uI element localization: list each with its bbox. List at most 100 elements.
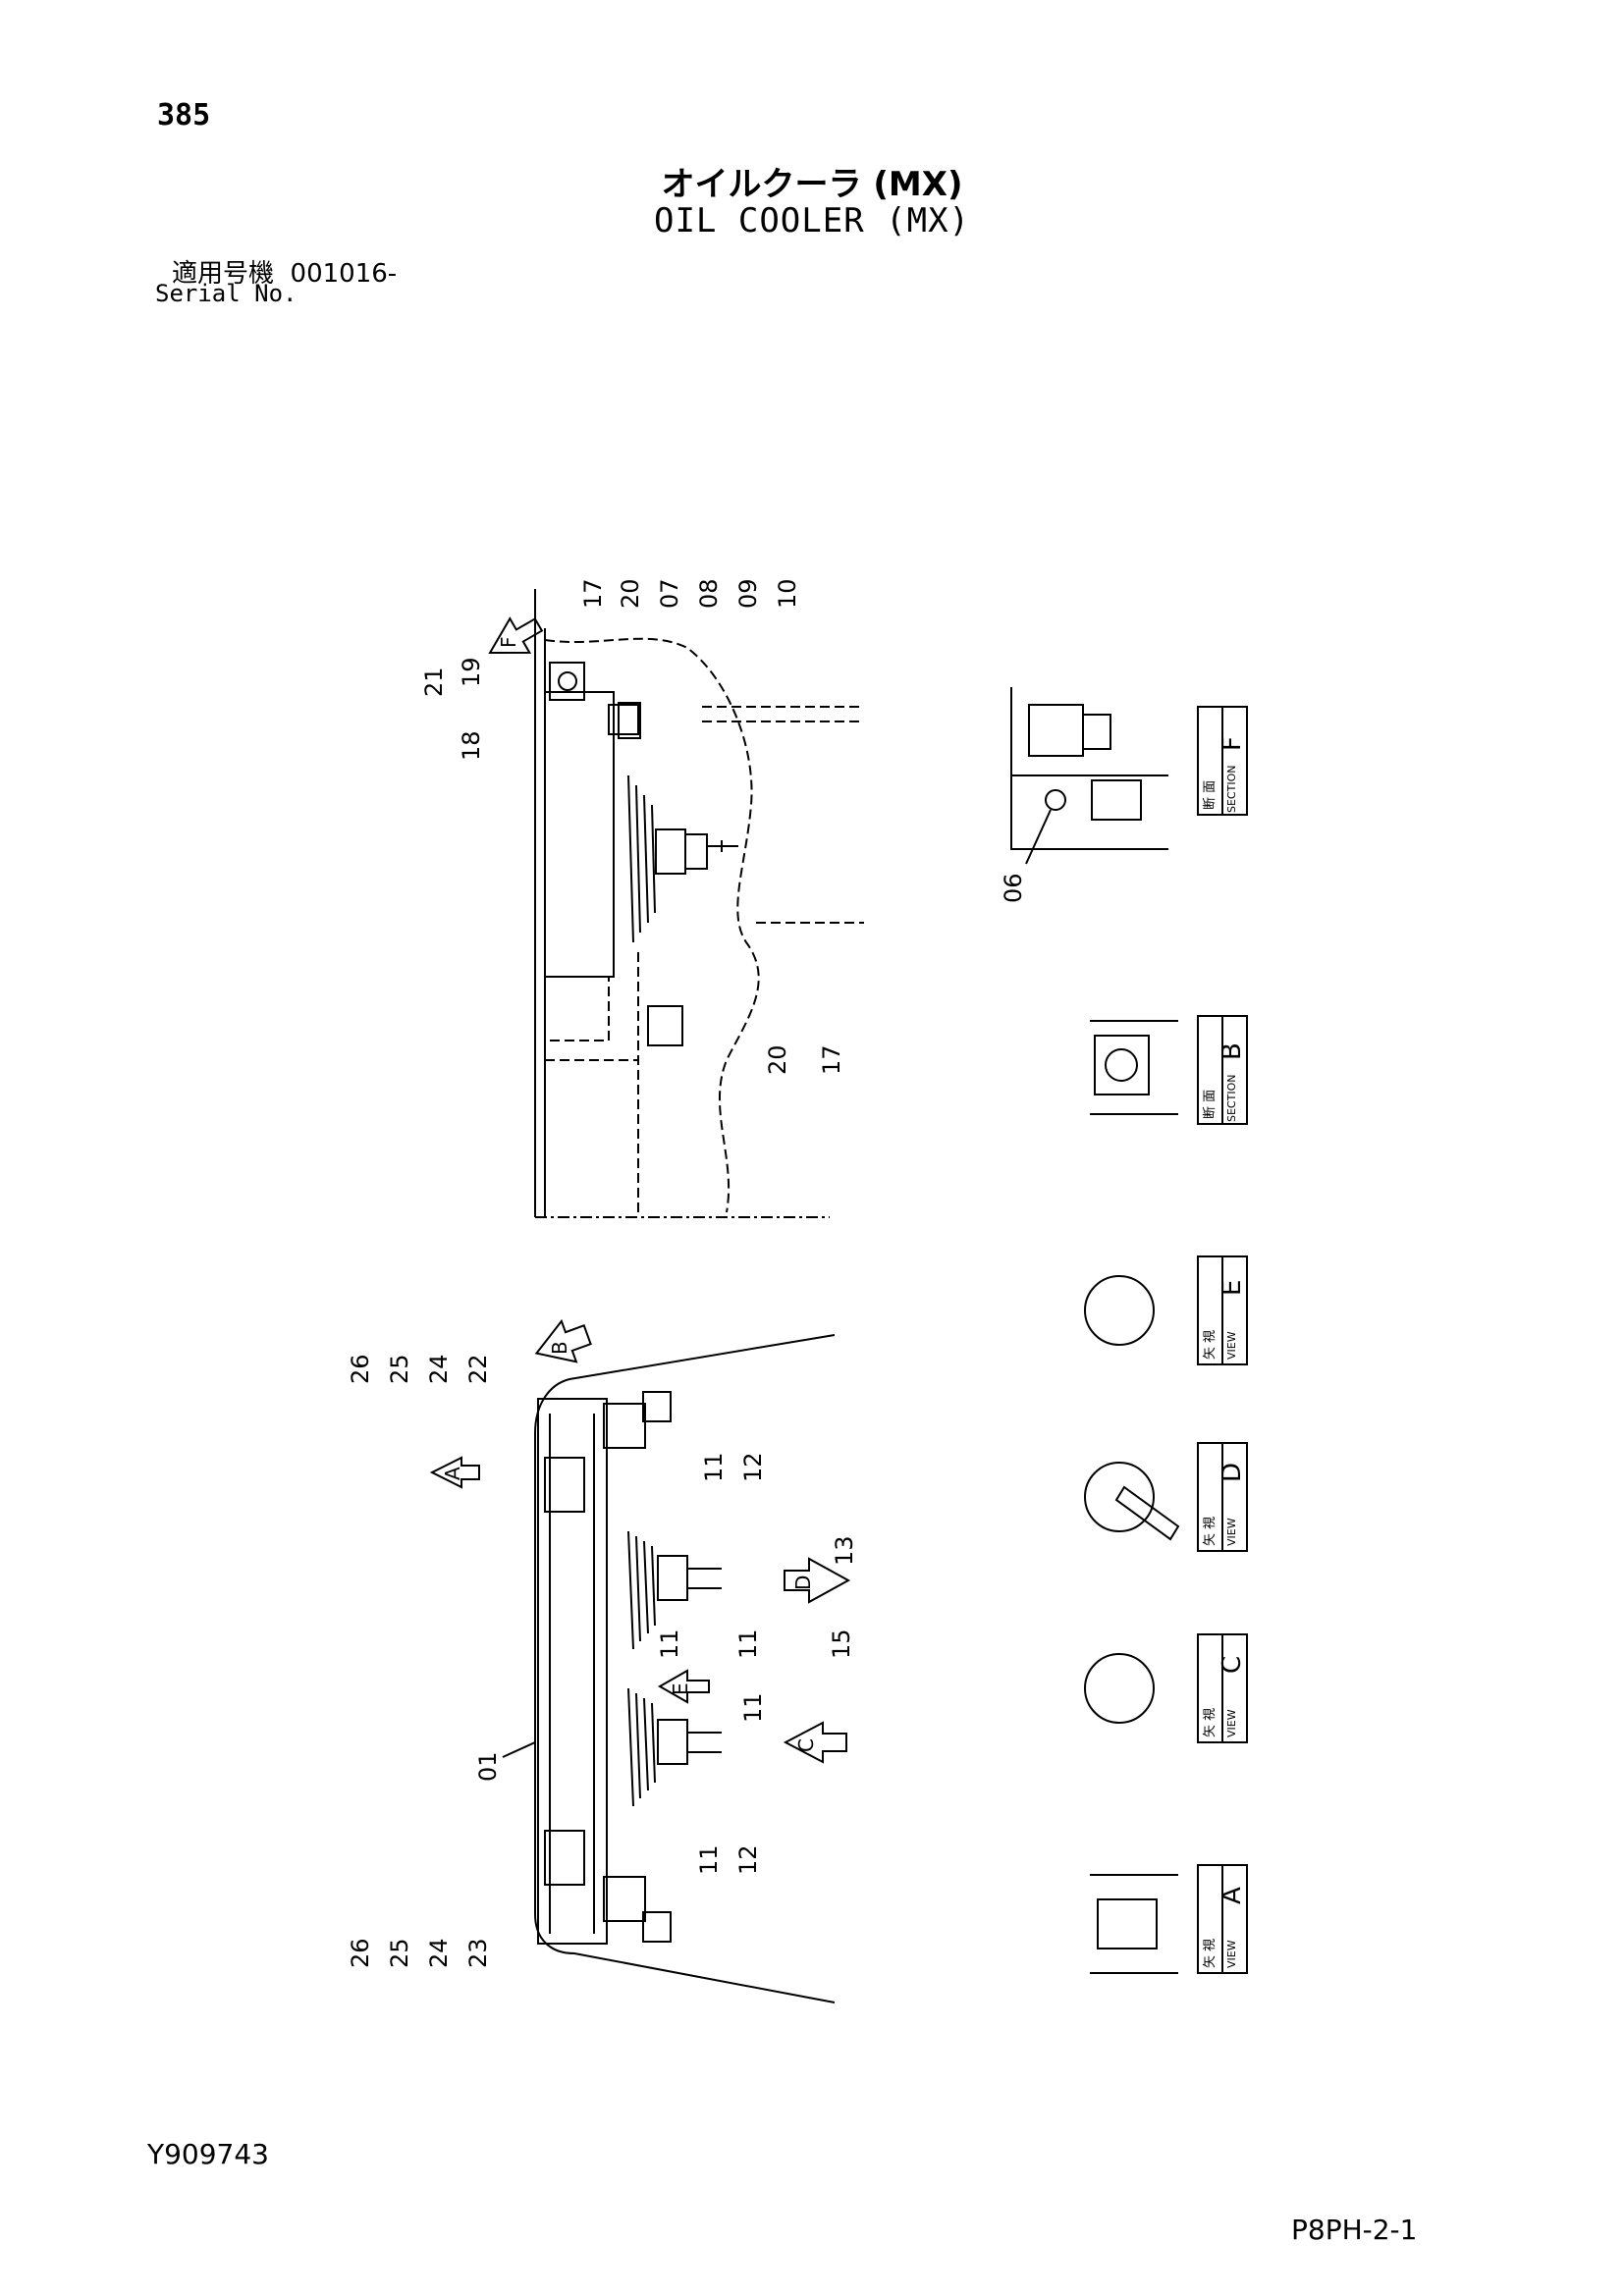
view-tag-e-en: VIEW xyxy=(1225,1331,1238,1360)
arrow-a-letter: A xyxy=(441,1467,464,1480)
view-tag-c-letter: C xyxy=(1218,1656,1247,1674)
callout-top-18: 18 xyxy=(458,730,485,761)
bottom-bracket-upper xyxy=(544,1457,585,1513)
callout-bottom-11c: 11 xyxy=(734,1629,762,1659)
callout-top-19: 19 xyxy=(458,657,485,687)
top-bracket xyxy=(549,662,585,701)
bottom-cooler-body xyxy=(537,1398,608,1945)
callout-bottom-24: 24 xyxy=(425,1354,453,1384)
callout-bottom-11a: 11 xyxy=(700,1452,728,1482)
callout-bottom-11b: 11 xyxy=(656,1629,683,1659)
view-d-fitting xyxy=(1114,1485,1180,1541)
callout-bottom-15: 15 xyxy=(828,1629,855,1659)
top-fitting-nut xyxy=(684,833,708,870)
top-lower-bracket xyxy=(647,1005,683,1046)
view-tag-a-jp: 矢 視 xyxy=(1203,1939,1218,1968)
callout-section-f-06: 06 xyxy=(1000,873,1027,903)
view-tag-e-jp: 矢 視 xyxy=(1203,1330,1218,1360)
top-dashed-channel xyxy=(702,706,864,924)
view-d-disc xyxy=(1084,1462,1155,1532)
callout-bottom-26: 26 xyxy=(347,1354,374,1384)
view-tag-d-jp: 矢 視 xyxy=(1203,1517,1218,1546)
callout-bottom-12a: 12 xyxy=(739,1452,767,1482)
view-tag-e xyxy=(1197,1255,1248,1365)
view-tag-b-letter: B xyxy=(1218,1042,1247,1060)
view-tag-c-jp: 矢 視 xyxy=(1203,1708,1218,1737)
top-lower-dashed-box xyxy=(545,952,639,1217)
view-tag-a-en: VIEW xyxy=(1225,1940,1238,1968)
section-f-side-block xyxy=(1091,779,1142,821)
serial-line-japanese: 適用号機 001016- xyxy=(172,253,397,290)
arrow-c xyxy=(783,1721,847,1764)
bottom-bracket-lower xyxy=(544,1830,585,1886)
bottom-fitting-2 xyxy=(657,1719,688,1765)
top-fin-stack xyxy=(627,774,656,943)
view-c-disc xyxy=(1084,1653,1155,1724)
page-number: 385 xyxy=(157,98,211,133)
serial-label-jp: 適用号機 xyxy=(172,259,275,289)
top-cooler-body xyxy=(544,691,615,978)
view-tag-f-letter: F xyxy=(1218,736,1247,751)
bottom-fin-stack-1 xyxy=(627,1530,656,1650)
top-bolt-block xyxy=(618,702,641,739)
callout-bottom-24b: 24 xyxy=(425,1938,453,1968)
view-tag-f-jp: 断 面 xyxy=(1203,780,1218,810)
arrow-a xyxy=(429,1456,480,1489)
view-tag-b-jp: 断 面 xyxy=(1203,1090,1218,1119)
section-b-detail xyxy=(1090,1020,1178,1115)
section-b-frame xyxy=(1090,1020,1178,1115)
callout-top-09: 09 xyxy=(734,578,762,609)
section-f-leader-06 xyxy=(1025,809,1052,865)
arrow-b-letter: B xyxy=(548,1341,571,1355)
section-f-port xyxy=(1045,789,1066,811)
view-tag-d-en: VIEW xyxy=(1225,1518,1238,1546)
section-f-outline xyxy=(1010,687,1168,850)
callout-bottom-12b: 12 xyxy=(734,1844,762,1875)
bottom-fin-stack-2 xyxy=(627,1687,656,1807)
arrow-e xyxy=(657,1669,710,1704)
view-tag-c xyxy=(1197,1633,1248,1743)
bottom-flange-lower xyxy=(603,1876,646,1922)
top-flange xyxy=(608,704,639,735)
callout-top-20b: 20 xyxy=(764,1044,791,1075)
section-f-clamp xyxy=(1028,704,1084,757)
bottom-assembly-view xyxy=(429,1318,851,2003)
callout-bottom-11e: 11 xyxy=(695,1844,723,1875)
bottom-leader-01 xyxy=(502,1741,536,1758)
callout-top-10: 10 xyxy=(774,578,801,609)
top-break-line xyxy=(544,637,760,1213)
serial-label-english: Serial No. xyxy=(155,280,298,307)
serial-value: 001016- xyxy=(290,259,398,289)
view-tag-c-en: VIEW xyxy=(1225,1709,1238,1737)
section-f-detail xyxy=(1010,687,1168,865)
bottom-fitting-1 xyxy=(657,1555,688,1601)
bottom-fitting-stubs xyxy=(687,1568,722,1753)
bottom-flange-upper xyxy=(603,1403,646,1449)
top-port-18 xyxy=(558,671,577,691)
bottom-outer-outline xyxy=(534,1334,836,2003)
callout-top-20: 20 xyxy=(617,578,644,609)
view-tag-d xyxy=(1197,1442,1248,1552)
bottom-block-upper xyxy=(642,1391,672,1422)
callout-bottom-23: 23 xyxy=(464,1938,492,1968)
top-fitting xyxy=(655,828,686,875)
arrow-e-letter: E xyxy=(669,1682,692,1695)
arrow-b xyxy=(534,1318,592,1363)
view-tag-f xyxy=(1197,706,1248,816)
callout-top-07: 07 xyxy=(656,578,683,609)
section-b-port xyxy=(1105,1048,1138,1082)
callout-bottom-22: 22 xyxy=(464,1354,492,1384)
section-f-flange xyxy=(1082,714,1111,750)
section-b-plate xyxy=(1094,1035,1150,1095)
callout-bottom-25b: 25 xyxy=(386,1938,413,1968)
view-tag-f-en: SECTION xyxy=(1225,766,1238,813)
title-japanese: オイルクーラ (MX) xyxy=(661,165,963,204)
callout-bottom-01: 01 xyxy=(474,1751,502,1782)
view-tag-a xyxy=(1197,1864,1248,1974)
arrow-c-letter: C xyxy=(794,1738,818,1752)
callout-top-17: 17 xyxy=(579,578,607,609)
view-a-detail xyxy=(1090,1874,1178,1974)
callout-top-17b: 17 xyxy=(818,1044,845,1075)
view-tag-d-letter: D xyxy=(1218,1463,1247,1482)
